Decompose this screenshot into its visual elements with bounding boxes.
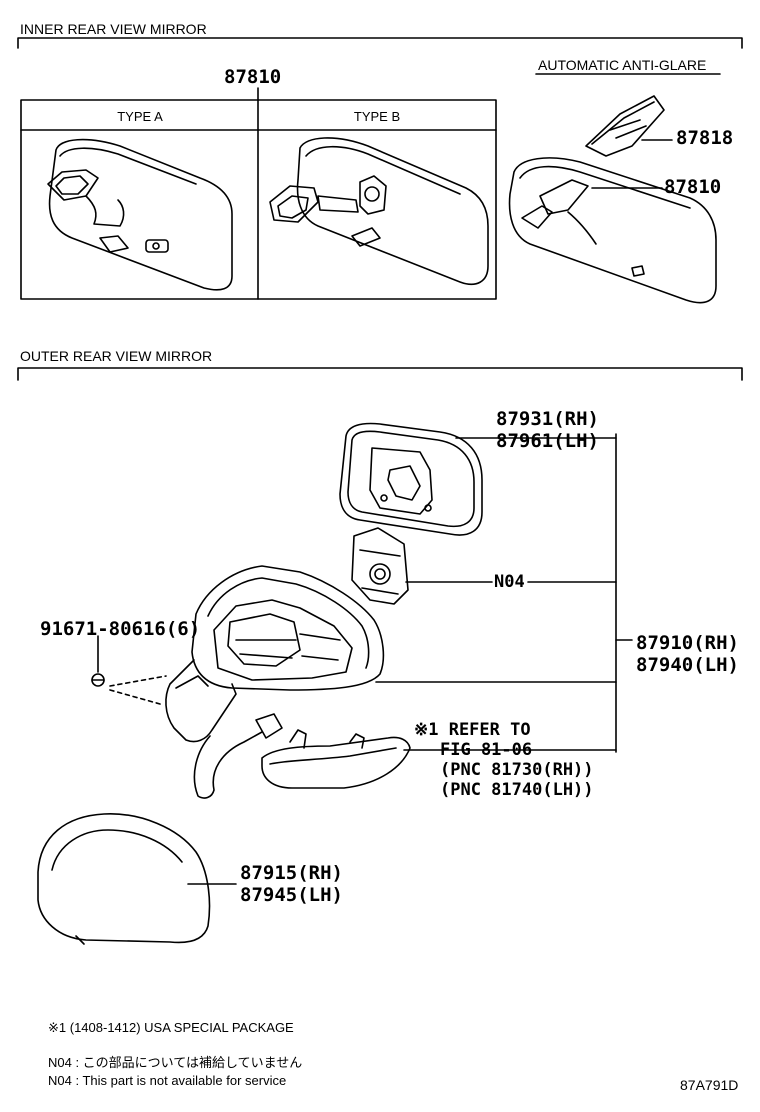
outer-mirror-housing: [165, 565, 385, 799]
outer-section-rule: [17, 367, 743, 381]
refer-line-2[interactable]: FIG 81-06: [440, 740, 533, 760]
part-screw[interactable]: 91671-80616(6): [40, 618, 201, 640]
footnote-n04-en: N04 : This part is not available for ser…: [48, 1073, 287, 1088]
part-87810-main[interactable]: 87810: [224, 66, 282, 88]
anti-glare-mirror: [508, 95, 717, 304]
type-b-mirror: [269, 137, 489, 286]
inner-section-title: INNER REAR VIEW MIRROR: [20, 21, 207, 37]
diagram-code: 87A791D: [680, 1077, 739, 1093]
leader-screw-dashed: [109, 675, 167, 705]
part-87810-anti-glare[interactable]: 87810: [664, 176, 722, 198]
inner-section-rule: [17, 37, 743, 49]
refer-line-1: ※1 REFER TO: [414, 720, 531, 740]
footnote-special-package: ※1 (1408-1412) USA SPECIAL PACKAGE: [48, 1020, 294, 1035]
type-a-label: TYPE A: [117, 109, 163, 124]
part-cover-rh[interactable]: 87915(RH): [240, 862, 343, 884]
mirror-cover: [37, 813, 211, 945]
type-b-label: TYPE B: [353, 109, 401, 124]
anti-glare-title: AUTOMATIC ANTI-GLARE: [538, 57, 707, 73]
mirror-actuator: [351, 527, 409, 605]
turn-signal-lamp: [261, 729, 411, 789]
outer-section-title: OUTER REAR VIEW MIRROR: [20, 348, 213, 364]
part-glass-rh[interactable]: 87931(RH): [496, 408, 599, 430]
part-assy-lh[interactable]: 87940(LH): [636, 654, 739, 676]
part-87818[interactable]: 87818: [676, 127, 734, 149]
mirror-glass: [339, 422, 483, 536]
footnote-n04-jp: N04 : この部品については補給していません: [48, 1055, 303, 1070]
type-a-mirror: [47, 138, 233, 291]
refer-line-4: (PNC 81740(LH)): [440, 780, 594, 800]
part-assy-rh[interactable]: 87910(RH): [636, 632, 739, 654]
part-cover-lh[interactable]: 87945(LH): [240, 884, 343, 906]
refer-line-3: (PNC 81730(RH)): [440, 760, 594, 780]
screw: [91, 673, 105, 687]
n04-label: N04: [494, 572, 525, 592]
part-glass-lh[interactable]: 87961(LH): [496, 430, 599, 452]
